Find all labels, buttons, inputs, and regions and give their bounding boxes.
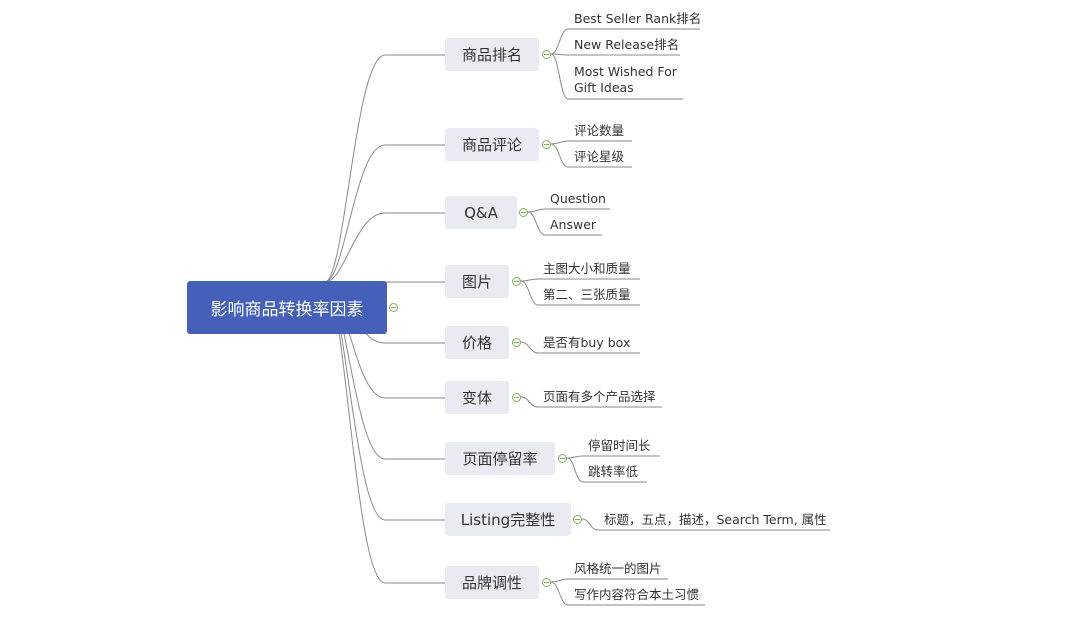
collapse-icon[interactable] [542,140,551,149]
leaf-connector [566,455,660,459]
root-label: 影响商品转换率因素 [210,300,364,320]
collapse-icon[interactable] [512,277,521,286]
leaf-label: 主图大小和质量 [543,261,631,276]
branch-node[interactable]: 商品排名 [445,38,539,71]
leaf-label: Question [550,191,606,206]
leaf-label: 写作内容符合本土习惯 [574,587,700,602]
branch-connector [324,144,445,283]
leaf-label: 标题，五点，描述，Search Term, 属性 [604,512,827,527]
collapse-icon[interactable] [558,454,567,463]
collapse-icon[interactable] [542,50,551,59]
collapse-icon[interactable] [542,578,551,587]
leaf-label: 风格统一的图片 [574,561,662,576]
branch-node[interactable]: 变体 [445,381,509,414]
branch-node[interactable]: Q&A [445,196,517,229]
leaf-connector [550,140,632,145]
collapse-icon[interactable] [512,338,521,347]
leaf-label: 是否有buy box [543,335,631,350]
leaf-label: Answer [550,217,597,232]
leaf-connector [520,396,662,408]
leaf-label: Most Wished For Gift Ideas [574,64,677,95]
collapse-icon[interactable] [512,393,521,402]
branch-node[interactable]: 页面停留率 [445,442,555,475]
leaf-connector [550,53,683,100]
branch-node[interactable]: Listing完整性 [445,503,571,536]
leaf-connector [550,53,680,56]
leaf-connector [581,518,830,531]
leaf-label: 页面有多个产品选择 [543,389,656,404]
branch-connector [324,54,445,283]
collapse-icon[interactable] [389,303,398,312]
leaf-connector [550,581,705,606]
collapse-icon[interactable] [519,208,528,217]
root-node[interactable]: 影响商品转换率因素 [187,281,387,334]
leaf-connector [527,208,610,213]
leaf-connector [566,457,647,483]
branch-node[interactable]: 品牌调性 [445,566,539,599]
leaf-label: 评论星级 [574,149,625,164]
branch-connector [324,212,445,283]
branch-node[interactable]: 商品评论 [445,128,539,161]
leaf-label: 评论数量 [574,123,625,138]
leaf-label: New Release排名 [574,37,680,52]
collapse-icon[interactable] [573,515,582,524]
leaf-connector [520,280,640,306]
leaf-label: 第二、三张质量 [543,287,631,302]
leaf-label: 停留时间长 [588,438,651,453]
branch-node[interactable]: 价格 [445,326,509,359]
leaf-connector [520,278,640,282]
leaf-connector [550,143,632,168]
leaf-connector [527,211,602,236]
leaf-connector [520,341,640,354]
leaf-connector [550,578,668,583]
leaf-label: Best Seller Rank排名 [574,11,702,26]
branch-node[interactable]: 图片 [445,265,509,298]
leaf-label: 跳转率低 [588,464,639,479]
leaf-connector [550,28,700,55]
